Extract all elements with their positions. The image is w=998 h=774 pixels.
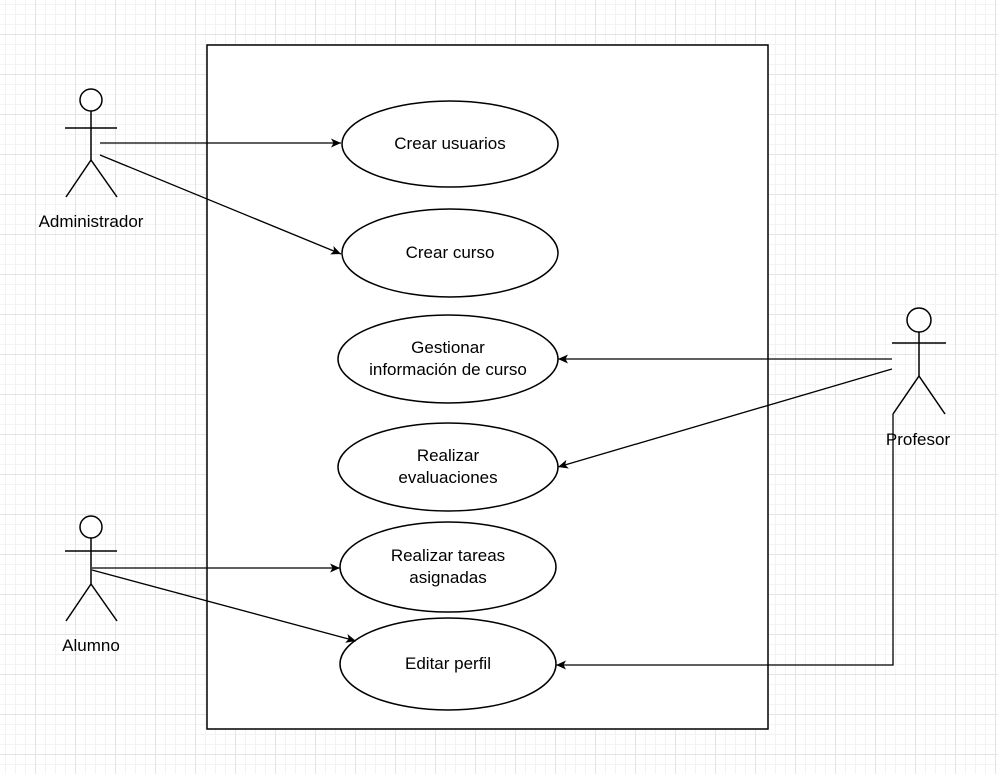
assoc-profesor-realizar-evaluaciones[interactable] [557, 368, 893, 469]
usecase-editar-perfil-label: Editar perfil [405, 654, 491, 673]
usecase-gestionar-informacion-label: Gestionar información de curso [369, 338, 527, 379]
actor-profesor-label: Profesor [885, 430, 951, 449]
actor-administrador-label: Administrador [38, 212, 144, 231]
actor-profesor-figure[interactable] [892, 307, 946, 415]
usecase-crear-curso[interactable] [341, 208, 559, 298]
usecase-realizar-tareas[interactable] [339, 521, 557, 613]
usecase-crear-usuarios-label: Crear usuarios [394, 134, 506, 153]
assoc-alumno-editar-perfil[interactable] [91, 569, 357, 643]
actor-alumno-figure[interactable] [65, 515, 118, 622]
assoc-profesor-editar-perfil[interactable] [556, 414, 894, 670]
usecase-realizar-tareas-label: Realizar tareas asignadas [390, 546, 506, 587]
assoc-administrador-crear-curso[interactable] [99, 154, 342, 255]
usecase-realizar-evaluaciones-label: Realizar evaluaciones [398, 446, 498, 487]
usecase-crear-usuarios[interactable] [341, 100, 559, 188]
usecase-crear-curso-label: Crear curso [405, 243, 495, 262]
actor-alumno-label: Alumno [62, 636, 120, 655]
actor-administrador-figure[interactable] [65, 88, 118, 198]
